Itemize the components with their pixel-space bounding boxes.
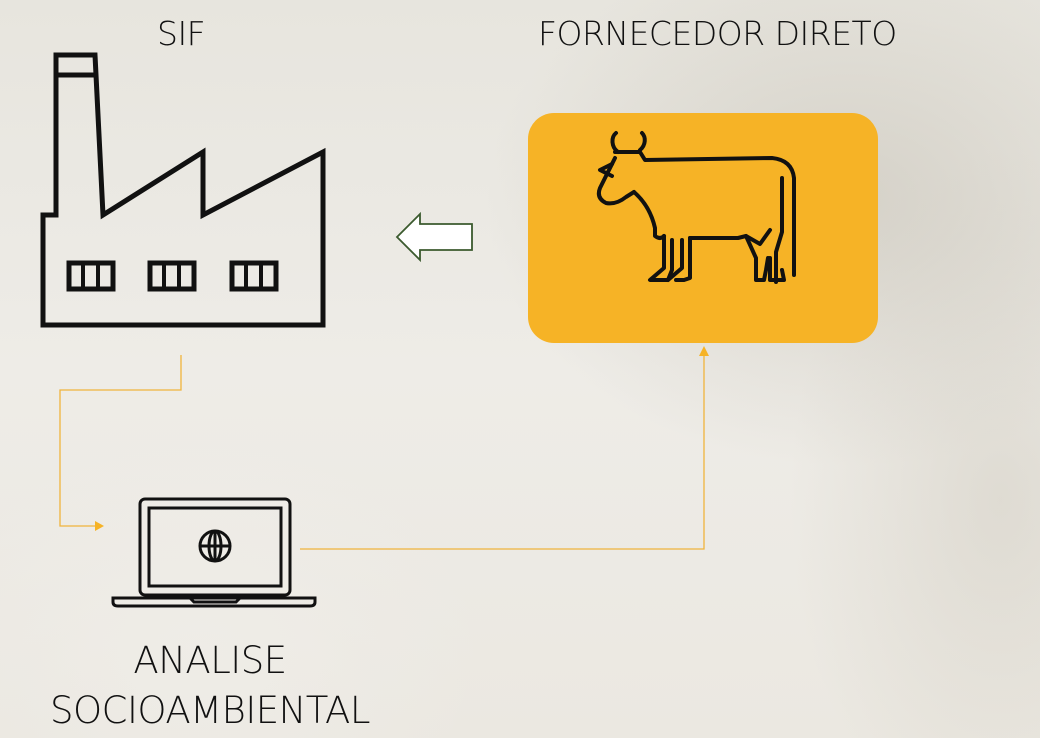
cow-icon (596, 131, 796, 284)
arrowhead-to-analise (95, 521, 104, 531)
analise-label-line2: SOCIOAMBIENTAL (50, 689, 370, 732)
left-arrow-icon (395, 211, 473, 263)
factory-icon (40, 52, 326, 328)
fornecedor-direto-box (528, 113, 878, 343)
laptop-globe-icon (111, 497, 317, 608)
analise-label-line1: ANALISE (133, 639, 287, 682)
sif-label: SIF (157, 14, 206, 53)
connector-analise-to-fornecedor (300, 355, 705, 550)
analise-socioambiental-label: ANALISE SOCIOAMBIENTAL (0, 636, 420, 736)
arrowhead-to-fornecedor (699, 346, 709, 356)
connector-sif-to-analise (59, 355, 182, 527)
fornecedor-direto-label: FORNECEDOR DIRETO (538, 14, 897, 53)
